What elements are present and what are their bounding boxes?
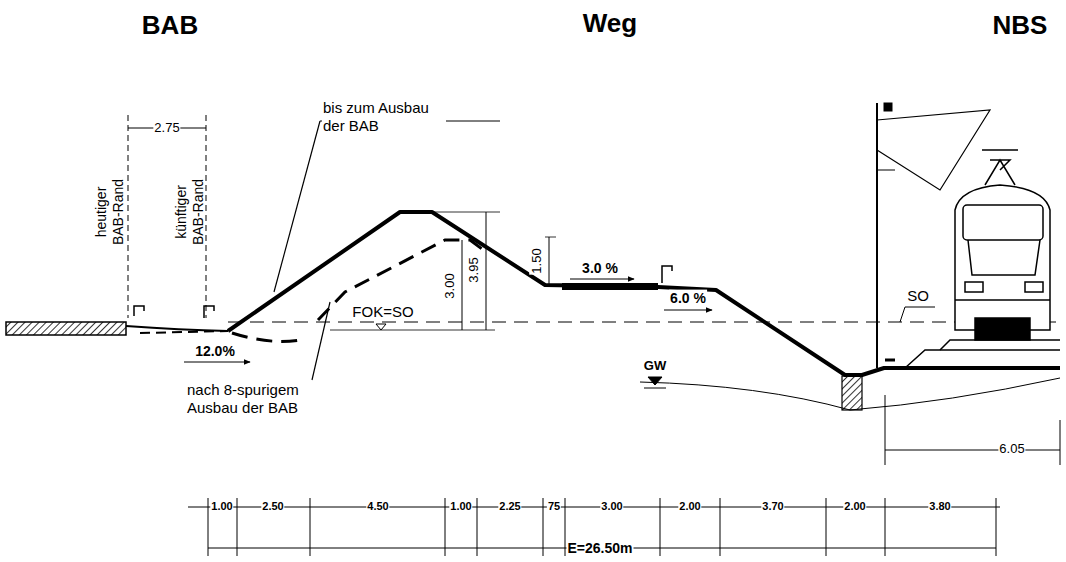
future-shoulder — [140, 331, 228, 333]
ref-line — [432, 212, 500, 213]
slope-arrow — [664, 310, 712, 311]
total-dimension: E=26.50m — [567, 540, 634, 557]
motorway-pavement — [6, 322, 126, 335]
edge-label: künftiger BAB-Rand — [173, 171, 207, 253]
edge-line — [128, 115, 129, 318]
level-label: SO — [906, 287, 930, 305]
dimension-line — [549, 237, 550, 285]
dimension-tick — [660, 498, 661, 556]
dimension-line — [1060, 420, 1061, 465]
dimension-tick — [477, 498, 478, 556]
dimension-tick — [445, 498, 446, 556]
dimension-label: 4.50 — [366, 500, 389, 513]
edge-label: heutiger BAB-Rand — [93, 171, 127, 253]
dimension-label: 1.00 — [449, 500, 472, 513]
dimension-label: 2.25 — [498, 500, 521, 513]
ballast — [905, 350, 1060, 368]
sleeper — [940, 340, 1060, 350]
level-label: FOK=SO — [351, 303, 414, 321]
section-heading: BAB — [141, 10, 199, 41]
future-profile — [232, 240, 486, 341]
note-label: bis zum Ausbau der BAB — [322, 99, 446, 135]
dimension-line — [486, 212, 487, 330]
dimension-tick — [720, 498, 721, 556]
dimension-tick — [885, 498, 886, 556]
path-surface — [562, 283, 658, 290]
so-line — [228, 322, 1060, 323]
slope-label: 3.0 % — [581, 260, 619, 277]
groundwater-label: GW — [643, 358, 667, 374]
guard-rail — [662, 266, 672, 283]
slope-label: 12.0% — [194, 343, 236, 360]
level-mark — [900, 307, 905, 322]
leader-line — [274, 121, 320, 292]
dimension-label: 6.05 — [998, 441, 1025, 457]
dimension-tick — [310, 498, 311, 556]
dimension-label: 2.00 — [678, 500, 701, 513]
ref-line — [330, 330, 495, 331]
section-heading: NBS — [992, 10, 1049, 41]
slope-arrow — [570, 279, 634, 280]
dimension-label: 3.80 — [928, 500, 951, 513]
ref-line — [545, 237, 556, 238]
groundwater-mark — [648, 377, 662, 385]
dimension-tick — [565, 498, 566, 556]
dimension-label: 75 — [547, 500, 561, 513]
guard-rail — [134, 306, 144, 316]
level-mark — [905, 307, 935, 308]
dimension-label: 1.50 — [529, 247, 545, 274]
mast — [876, 103, 878, 368]
slope-label: 6.0 % — [669, 290, 707, 307]
note-label: nach 8-spurigem Ausbau der BAB — [186, 381, 328, 417]
dimension-label: 2.00 — [843, 500, 866, 513]
mast-head — [884, 103, 892, 111]
dimension-tick — [996, 498, 997, 556]
slope-arrow — [184, 362, 250, 363]
section-heading: Weg — [582, 8, 638, 39]
dimension-line — [885, 395, 886, 465]
guard-rail — [204, 306, 214, 318]
dimension-line — [462, 240, 463, 330]
dimension-label: 1.00 — [210, 500, 233, 513]
shoulder — [126, 326, 228, 331]
dimension-tick — [826, 498, 827, 556]
terrain-profile — [228, 212, 1060, 375]
leader-line — [312, 302, 330, 380]
dimension-label: 3.00 — [600, 500, 623, 513]
cantilever — [877, 110, 990, 190]
dimension-tick — [237, 498, 238, 556]
train — [955, 150, 1050, 340]
dimension-label: 3.00 — [442, 272, 458, 299]
dimension-tick — [543, 498, 544, 556]
mast-base — [885, 359, 895, 362]
drain — [842, 376, 862, 410]
dimension-label: 2.50 — [261, 500, 284, 513]
dimension-line — [885, 450, 1060, 451]
dimension-label: 2.75 — [153, 120, 180, 136]
dimension-tick — [208, 498, 209, 556]
level-mark — [376, 324, 386, 330]
dimension-label: 3.95 — [466, 256, 482, 283]
groundwater-mark — [644, 388, 666, 389]
dimension-label: 3.70 — [761, 500, 784, 513]
